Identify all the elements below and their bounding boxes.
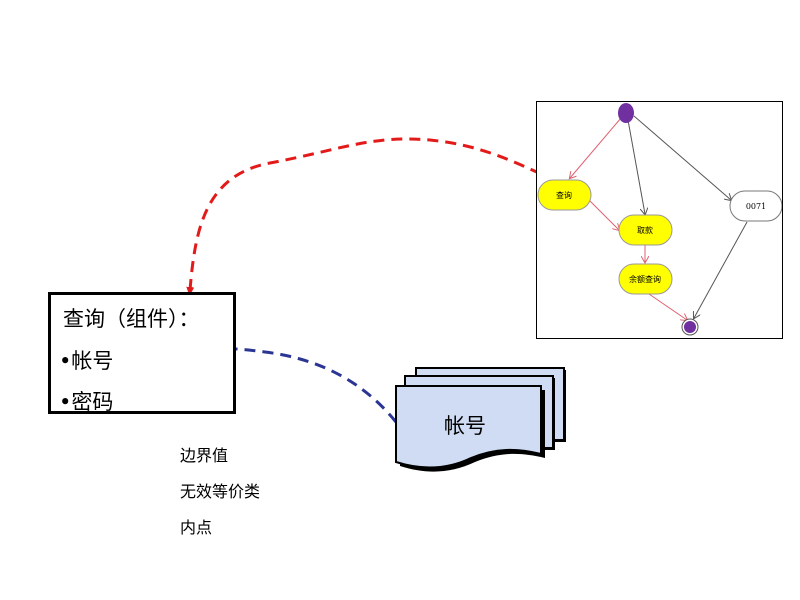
password-item: •密码	[59, 390, 114, 414]
document-stack-icon	[395, 367, 566, 472]
node-balance-query-label: 余额查询	[629, 274, 661, 284]
component-title: 查询（组件）：	[63, 307, 200, 331]
state-diagram: 查询 取款 余额查询 0071	[537, 103, 783, 336]
note-boundary-value: 边界值	[180, 446, 229, 465]
query-component-box: 查询（组件）： •帐号 •密码	[48, 292, 236, 414]
document-label: 帐号	[444, 414, 486, 438]
edge-0071-end	[694, 221, 748, 318]
account-item: •帐号	[59, 349, 114, 373]
node-query-label: 查询	[556, 190, 572, 200]
note-interior-point: 内点	[180, 518, 213, 537]
end-node	[684, 321, 696, 333]
red-dashed-connector	[186, 137, 552, 296]
edge-start-query	[570, 117, 622, 178]
node-withdraw-label: 取款	[637, 225, 653, 235]
node-withdraw	[618, 214, 673, 246]
note-invalid-equivalence: 无效等价类	[180, 482, 261, 501]
edge-start-0071	[633, 115, 731, 200]
state-diagram-panel: 查询 取款 余额查询 0071	[536, 101, 783, 339]
edge-balance-end	[648, 293, 687, 320]
test-method-notes: 边界值 无效等价类 内点	[180, 438, 260, 546]
edge-query-withdraw	[588, 199, 619, 230]
node-balance-query	[618, 263, 673, 295]
node-query	[537, 179, 592, 211]
edge-start-withdraw	[627, 119, 645, 214]
start-node	[618, 103, 634, 123]
node-0071-label: 0071	[746, 202, 766, 211]
